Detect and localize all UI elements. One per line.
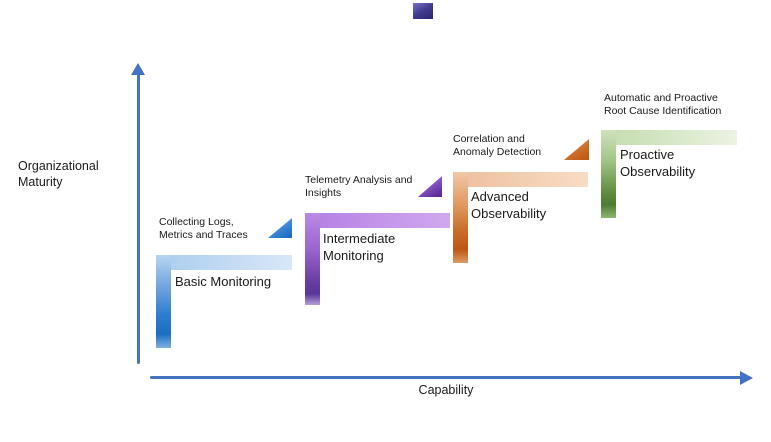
y-axis-label: Organizational Maturity	[18, 159, 99, 189]
step-horizontal-bar	[305, 213, 450, 228]
step-horizontal-bar	[453, 172, 588, 187]
x-axis-label: Capability	[418, 383, 474, 397]
x-axis-arrowhead-icon	[740, 371, 753, 385]
stage-annotation: Collecting Logs, Metrics and Traces	[159, 216, 248, 241]
y-axis-line	[137, 74, 140, 364]
step-horizontal-bar	[156, 255, 292, 270]
stage-label: Intermediate Monitoring	[323, 231, 396, 263]
stage-annotation: Correlation and Anomaly Detection	[453, 133, 542, 158]
step-vertical-bar	[453, 172, 468, 263]
step-horizontal-bar	[601, 130, 737, 145]
decorative-triangle-icon	[413, 3, 433, 19]
step-vertical-bar	[156, 255, 171, 348]
stage-label: Proactive Observability	[620, 147, 696, 179]
step-vertical-bar	[601, 130, 616, 218]
step-vertical-bar	[305, 213, 320, 305]
stage-label: Advanced Observability	[471, 189, 547, 221]
stage-annotation: Telemetry Analysis and Insights	[305, 174, 413, 199]
y-axis-arrowhead-icon	[131, 63, 145, 75]
x-axis-line	[150, 376, 742, 379]
stage-label: Basic Monitoring	[175, 274, 272, 289]
stage-annotation: Automatic and Proactive Root Cause Ident…	[604, 92, 722, 117]
